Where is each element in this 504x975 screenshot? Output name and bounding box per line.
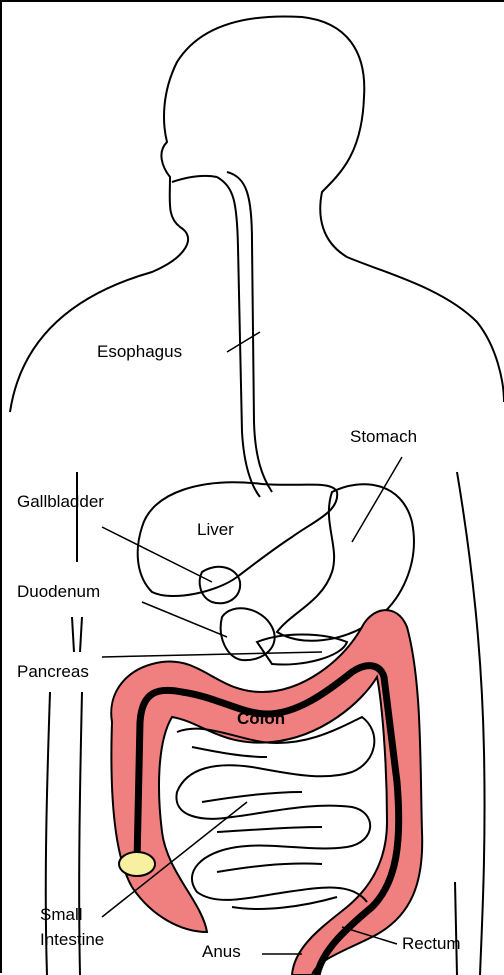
esophagus-tube [217, 172, 272, 497]
right-inner-line [455, 882, 457, 975]
label-duodenum: Duodenum [17, 582, 100, 602]
liver-shape [138, 482, 338, 596]
right-body-line [457, 472, 485, 975]
label-stomach: Stomach [350, 427, 417, 447]
left-arm-mark-1 [72, 617, 82, 652]
label-anus: Anus [202, 942, 241, 962]
small-intestine-coils [176, 717, 374, 909]
leader-gallbladder [102, 527, 212, 582]
gallbladder-shape [200, 567, 240, 604]
chin-line [172, 176, 217, 182]
label-liver: Liver [197, 520, 234, 540]
leader-pancreas [102, 652, 322, 657]
leader-duodenum [142, 602, 227, 637]
label-rectum: Rectum [402, 934, 461, 954]
label-pancreas: Pancreas [17, 662, 89, 682]
leader-esophagus [227, 332, 260, 352]
label-small-intestine-1: Small [40, 905, 83, 925]
duodenum-shape [221, 608, 275, 660]
label-small-intestine-2: Intestine [40, 930, 104, 950]
leader-stomach [352, 457, 402, 542]
label-colon: Colon [237, 709, 285, 729]
scope-tip [119, 852, 155, 876]
label-gallbladder: Gallbladder [17, 492, 104, 512]
body-outline [10, 16, 504, 412]
label-esophagus: Esophagus [97, 342, 182, 362]
